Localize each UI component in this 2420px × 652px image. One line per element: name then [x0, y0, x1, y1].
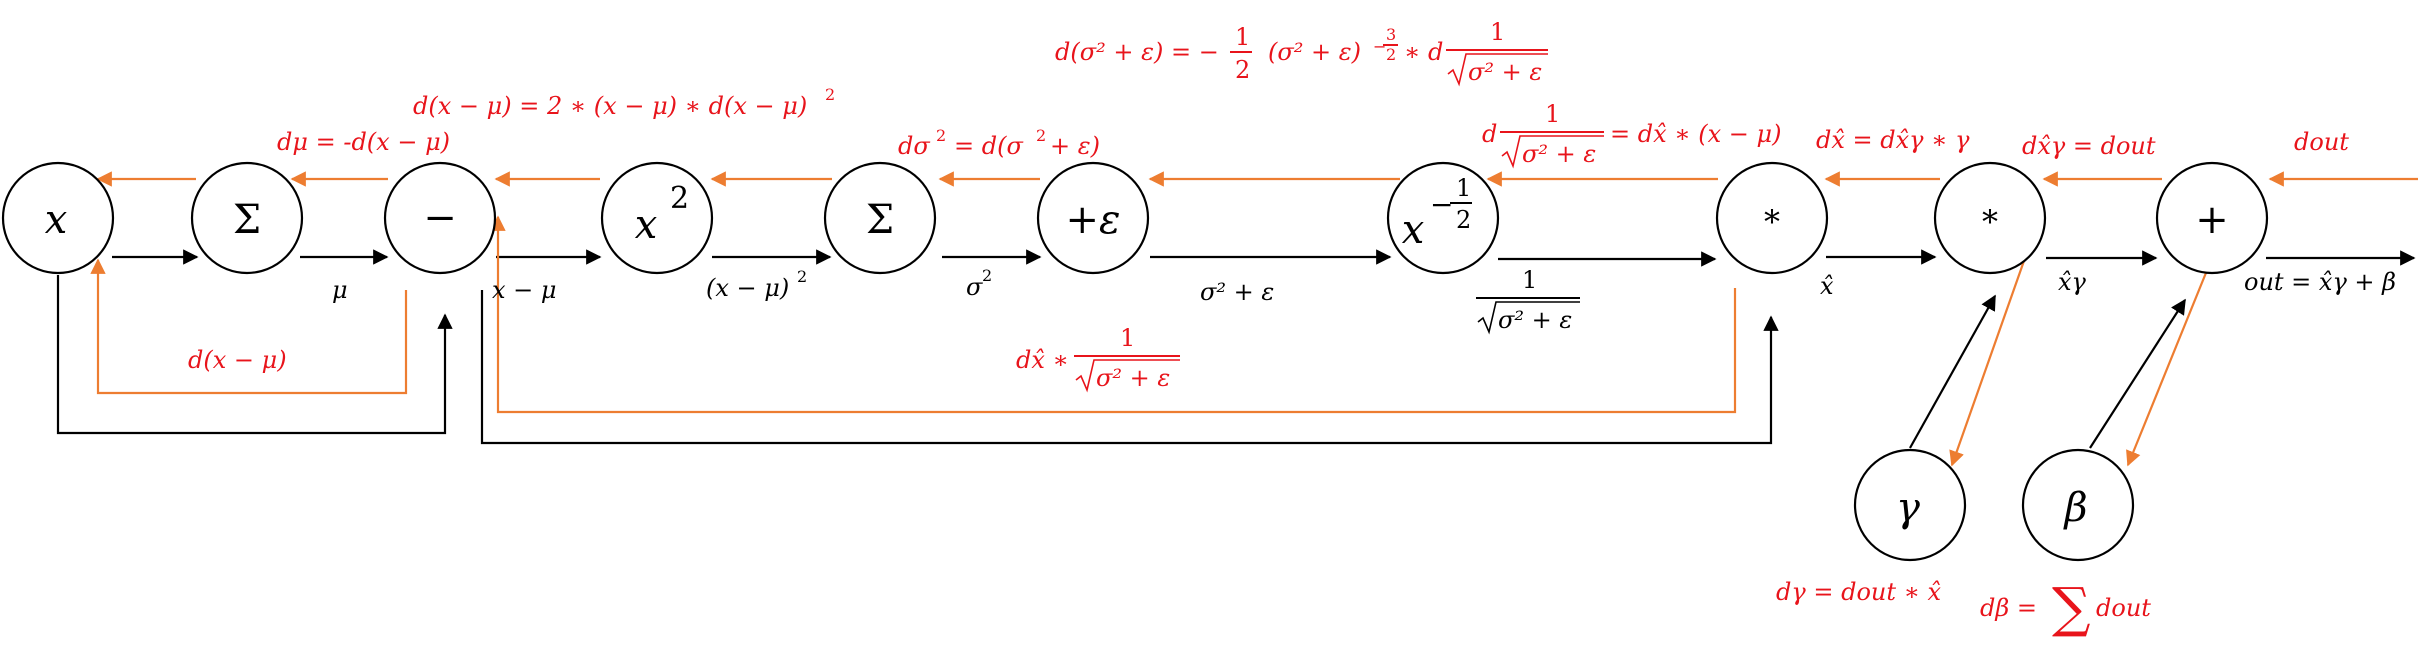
grad-label-d-inv-sqrt: d 1 σ² + ε = dx̂ ∗ (x − μ) — [1482, 100, 1781, 169]
grad-label-d-mu: dμ = -d(x − μ) — [277, 128, 450, 156]
node-sum2-label: Σ — [866, 197, 894, 243]
edge-beta-to-plus — [2089, 298, 2186, 449]
grad-edge-mul2-to-gamma — [1949, 257, 2027, 467]
node-mul2-label: * — [1982, 203, 1998, 241]
node-plus-label: + — [2195, 197, 2229, 243]
svg-text:−: − — [1430, 188, 1453, 221]
node-gamma-label: γ — [1896, 485, 1920, 531]
grad-label-d-sigma-eps-base: (σ² + ε) — [1268, 38, 1361, 66]
node-pow-half: x − 1 2 — [1386, 161, 1500, 275]
node-gamma: γ — [1853, 448, 1967, 562]
node-pow-half-num: 1 — [1456, 174, 1471, 202]
grad-edge-plus-to-beta — [2126, 257, 2214, 467]
node-pow-half-den: 2 — [1456, 206, 1471, 234]
grad-label-d-sigma-sq-rhs: = d(σ — [954, 132, 1023, 160]
grad-label-d-xhat-inv-prefix: dx̂ ∗ — [1016, 346, 1069, 374]
grad-label-d-sigma-eps: d(σ² + ε) = − 1 2 (σ² + ε) − 3 2 ∗ d 1 σ… — [1055, 18, 1548, 87]
grad-label-d-xhat-inv-den: σ² + ε — [1096, 364, 1170, 392]
grad-label-d-sigma-sq-rhs-exp: 2 — [1036, 126, 1046, 145]
node-minus: − — [383, 161, 497, 275]
grad-label-d-inv-sqrt-num: 1 — [1545, 100, 1560, 128]
label-inv-sqrt-num: 1 — [1522, 266, 1537, 294]
grad-label-d-inv-sqrt-prefix: d — [1482, 120, 1497, 148]
node-beta-label: β — [2062, 485, 2087, 531]
grad-label-d-sigma-eps-half-num: 1 — [1235, 23, 1250, 51]
label-sigma-sq-exp: 2 — [982, 266, 992, 285]
forward-edges — [56, 249, 2416, 449]
edge-minus-to-mul1-bypass — [480, 290, 1779, 445]
backward-edges — [90, 171, 2418, 467]
grad-label-d-xhat: dx̂ = dx̂γ ∗ γ — [1816, 126, 1970, 154]
grad-label-d-x-minus-mu: d(x − μ) — [188, 346, 287, 374]
node-square-exp: 2 — [670, 181, 689, 216]
node-beta: β — [2021, 448, 2135, 562]
node-plus-eps: +ε — [1036, 161, 1150, 275]
gradient-labels: dout dx̂γ = dout dx̂ = dx̂γ ∗ γ d 1 σ² +… — [188, 18, 2349, 639]
grad-label-d-beta: dβ = ∑ dout — [1980, 576, 2151, 639]
label-out: out = x̂γ + β — [2244, 268, 2396, 296]
grad-label-d-sigma-sq-exp: 2 — [936, 126, 946, 145]
node-x: x — [1, 161, 115, 275]
grad-label-d-sigma-sq-rhs-end: + ε) — [1050, 132, 1100, 160]
grad-label-d-gamma: dγ = dout ∗ x̂ — [1776, 578, 1942, 606]
label-x-hat: x̂ — [1820, 272, 1834, 300]
grad-label-d-x-minus-mu-sq: d(x − μ) = 2 ∗ (x − μ) ∗ d(x − μ) 2 — [413, 85, 835, 120]
node-square-label: x — [635, 202, 658, 248]
node-sum1-label: Σ — [233, 197, 261, 243]
node-square: x 2 — [600, 161, 714, 275]
label-x-minus-mu-sq: (x − μ) — [706, 274, 789, 302]
grad-label-d-inv-sqrt-den: σ² + ε — [1522, 140, 1596, 168]
grad-label-d-sigma-eps-mul: ∗ d — [1404, 38, 1443, 66]
label-sigma-sq: σ — [966, 273, 983, 301]
grad-label-d-sigma-eps-half-den: 2 — [1235, 56, 1250, 84]
grad-label-d-xhat-inv-num: 1 — [1120, 324, 1135, 352]
grad-label-d-x-minus-mu-sq-text: d(x − μ) = 2 ∗ (x − μ) ∗ d(x − μ) — [413, 92, 807, 120]
grad-label-d-sigma-eps-exp-den: 2 — [1386, 45, 1396, 64]
grad-label-d-sigma-eps-exp-num: 3 — [1386, 25, 1396, 44]
node-pow-half-label: x — [1402, 207, 1425, 253]
node-mul2: * — [1933, 161, 2047, 275]
grad-label-d-sigma-sq-lhs: dσ — [898, 132, 930, 160]
label-inv-sqrt-den: σ² + ε — [1498, 306, 1572, 334]
label-inv-sqrt: 1 σ² + ε — [1476, 266, 1580, 335]
node-plus-eps-label: +ε — [1066, 197, 1121, 243]
grad-label-d-sigma-sq: dσ 2 = d(σ 2 + ε) — [898, 126, 1100, 160]
grad-label-d-beta-sum: ∑ — [2052, 576, 2091, 639]
grad-label-d-inv-sqrt-rhs: = dx̂ ∗ (x − μ) — [1610, 120, 1781, 148]
grad-label-d-sigma-eps-num: 1 — [1490, 18, 1505, 46]
grad-label-d-beta-lhs: dβ = — [1980, 594, 2037, 622]
grad-label-d-xhat-gamma: dx̂γ = dout — [2022, 132, 2156, 160]
node-mul1-label: * — [1764, 203, 1780, 241]
label-sigma-sq-eps: σ² + ε — [1200, 278, 1274, 306]
grad-label-d-xhat-inv-sqrt: dx̂ ∗ 1 σ² + ε — [1016, 324, 1180, 393]
node-plus: + — [2155, 161, 2269, 275]
grad-edge-mul1-to-minus-bypass — [490, 215, 1737, 414]
grad-label-d-sigma-eps-den: σ² + ε — [1468, 58, 1542, 86]
node-minus-label: − — [423, 195, 457, 241]
label-x-minus-mu-sq-exp: 2 — [797, 267, 807, 286]
grad-label-d-sigma-eps-lhs: d(σ² + ε) = − — [1055, 38, 1219, 66]
grad-label-dout: dout — [2294, 128, 2349, 156]
label-x-hat-gamma: x̂γ — [2058, 268, 2087, 296]
node-sum1: Σ — [190, 161, 304, 275]
label-mu: μ — [332, 276, 348, 304]
grad-edge-minus-to-x-bypass — [90, 258, 408, 395]
edge-x-to-minus-bypass — [56, 275, 453, 435]
grad-label-d-sigma-eps-exp-minus: − — [1373, 37, 1386, 56]
node-sum2: Σ — [823, 161, 937, 275]
node-x-label: x — [45, 197, 68, 243]
node-mul1: * — [1715, 161, 1829, 275]
label-x-minus-mu: x − μ — [492, 276, 557, 304]
forward-labels: μ x − μ (x − μ) 2 σ 2 σ² + ε 1 σ² + ε x̂… — [332, 266, 2396, 335]
grad-label-d-x-minus-mu-sq-exp: 2 — [825, 85, 835, 104]
edge-gamma-to-mul2 — [1909, 294, 1996, 449]
grad-label-d-beta-rhs: dout — [2096, 594, 2151, 622]
